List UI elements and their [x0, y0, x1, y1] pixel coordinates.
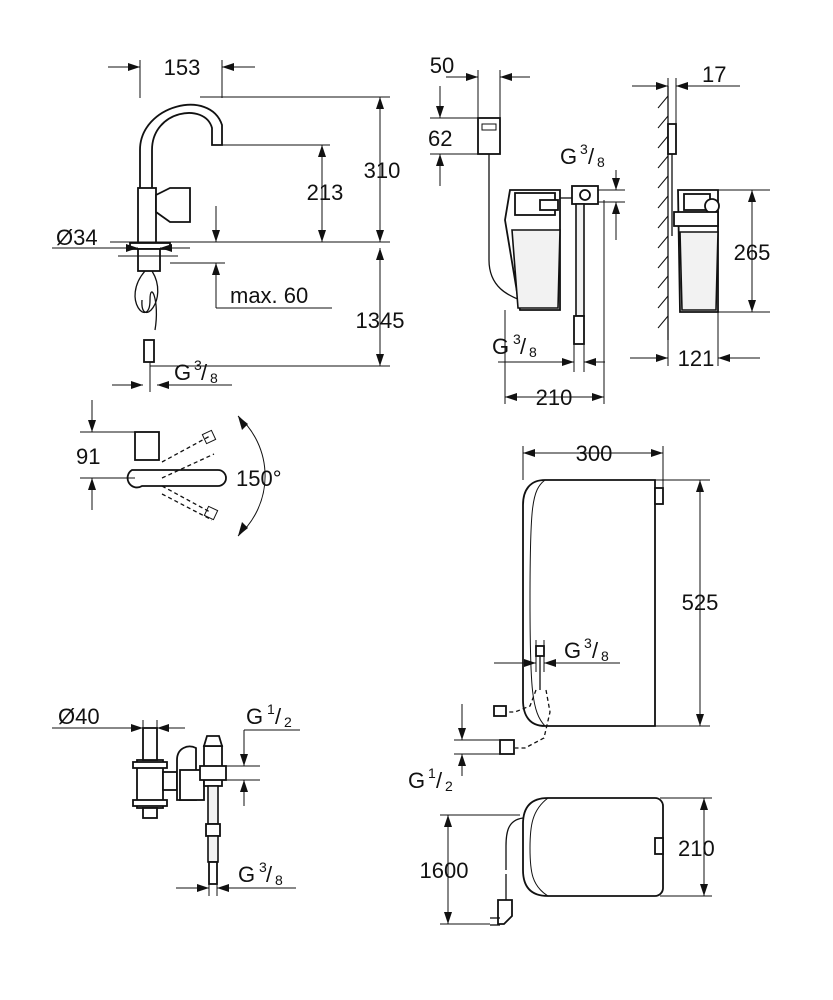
faucet-connection-label: G [174, 360, 191, 385]
filter-side-drawing: 17 265 121 [630, 62, 770, 371]
dim-wall-offset: 17 [702, 62, 726, 87]
svg-text:1: 1 [428, 765, 436, 781]
dim-filter-width: 210 [536, 385, 573, 410]
svg-text:2: 2 [445, 778, 453, 794]
dim-filter-height: 265 [734, 240, 771, 265]
dim-lever-angle: 150° [236, 466, 282, 491]
svg-text:/: / [520, 334, 527, 359]
dim-boiler-depth: 210 [678, 836, 715, 861]
dim-hose-length: 1345 [356, 308, 405, 333]
valve-top-connection: G [246, 704, 263, 729]
lever-drawing: 150° 91 [76, 400, 282, 537]
dim-faucet-width: 153 [164, 55, 201, 80]
svg-text:/: / [275, 704, 282, 729]
dim-boiler-height: 525 [682, 590, 719, 615]
boiler-bottom-connection: G [408, 768, 425, 793]
svg-text:3: 3 [194, 357, 202, 373]
valve-bottom-connection: G [238, 862, 255, 887]
dim-valve-diameter: Ø40 [58, 704, 100, 729]
faucet-drawing: 153 310 213 Ø34 max. 60 1345 [52, 55, 404, 392]
dim-base-diameter: Ø34 [56, 225, 98, 250]
boiler-front-drawing: 300 525 G 3 / 8 G 1 / 2 [408, 441, 718, 794]
filter-front-drawing: 50 62 G 3 / 8 G 3 / 8 [428, 53, 625, 410]
svg-text:8: 8 [601, 648, 609, 664]
dim-lever-height: 91 [76, 444, 100, 469]
dim-box-height: 62 [428, 126, 452, 151]
svg-text:3: 3 [580, 141, 588, 157]
boiler-top-drawing: 210 1600 [420, 797, 715, 926]
valve-drawing: Ø40 G 1 / 2 G 3 / 8 [52, 701, 300, 896]
svg-text:8: 8 [529, 344, 537, 360]
svg-text:8: 8 [597, 154, 605, 170]
dim-max-deck: max. 60 [230, 283, 308, 308]
svg-text:/: / [266, 862, 273, 887]
filter-bottom-connection: G [492, 334, 509, 359]
dim-box-width: 50 [430, 53, 454, 78]
dim-spout-height: 213 [307, 180, 344, 205]
boiler-top-connection: G [564, 638, 581, 663]
dim-filter-depth: 121 [678, 346, 715, 371]
svg-text:3: 3 [259, 859, 267, 875]
dim-boiler-width: 300 [576, 441, 613, 466]
dim-faucet-height: 310 [364, 158, 401, 183]
svg-text:3: 3 [513, 331, 521, 347]
svg-text:2: 2 [284, 714, 292, 730]
svg-text:/: / [201, 360, 208, 385]
dim-cable-length: 1600 [420, 858, 469, 883]
svg-text:/: / [592, 638, 599, 663]
svg-text:/: / [588, 144, 595, 169]
svg-text:/: / [436, 768, 443, 793]
svg-text:8: 8 [275, 872, 283, 888]
svg-text:8: 8 [210, 370, 218, 386]
svg-text:1: 1 [267, 701, 275, 717]
svg-text:3: 3 [584, 635, 592, 651]
filter-top-connection: G [560, 144, 577, 169]
